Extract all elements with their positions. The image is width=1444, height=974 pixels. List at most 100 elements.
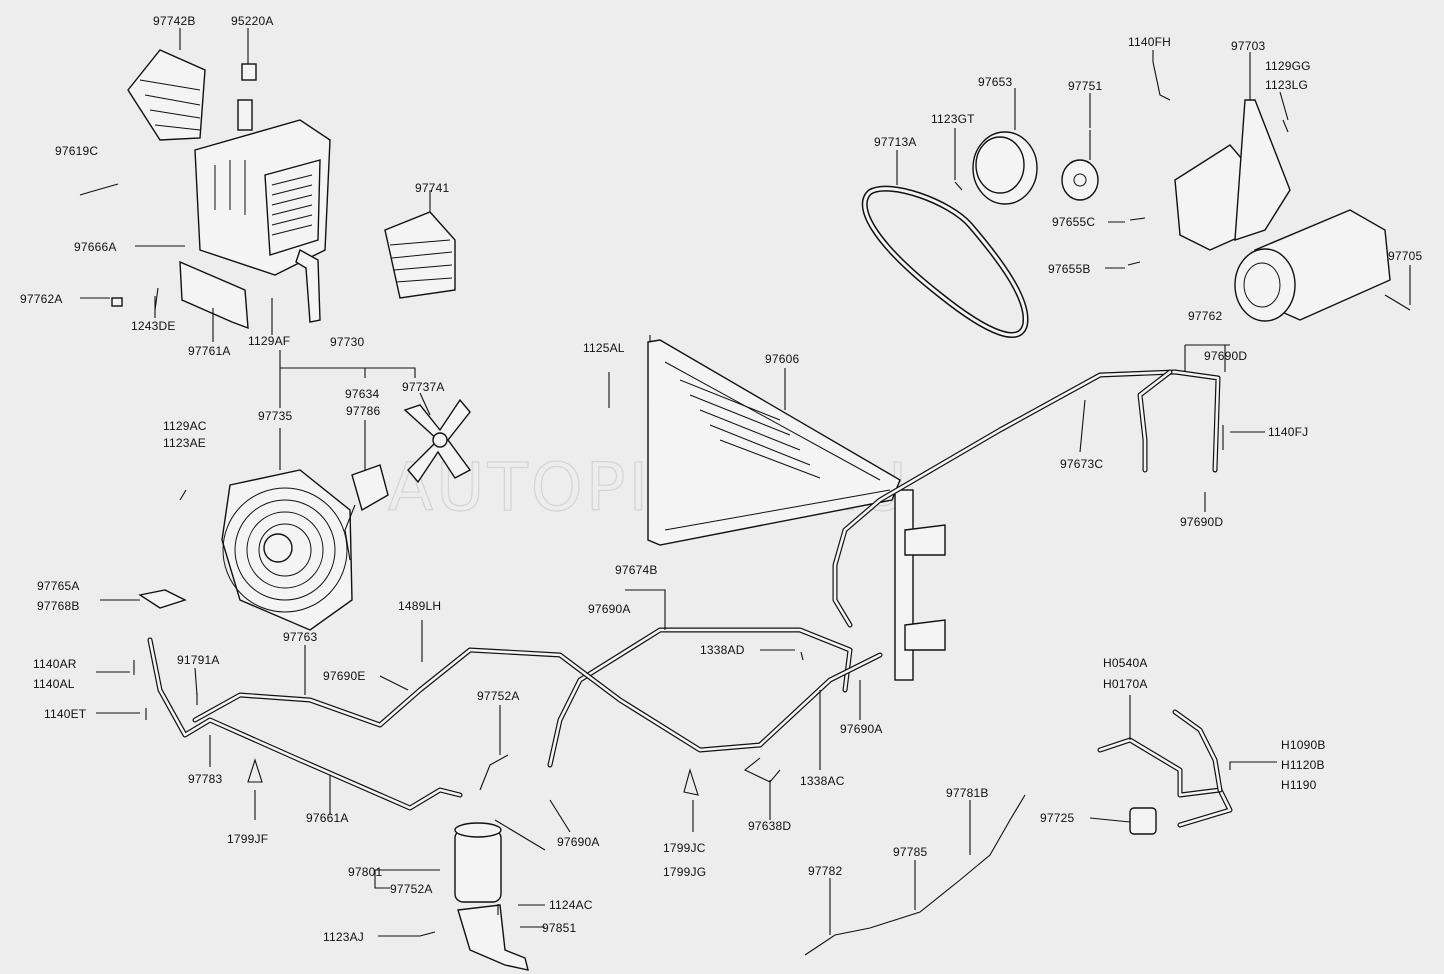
hoses-H0540A: [1097, 709, 1233, 828]
label-1799JF: 1799JF: [227, 832, 268, 846]
fan-blade: [403, 398, 472, 484]
boot-97742B: [127, 49, 206, 141]
label-97786: 97786: [346, 404, 380, 418]
label-97751: 97751: [1068, 79, 1102, 93]
label-H0170A: H0170A: [1103, 677, 1148, 691]
label-1125AL: 1125AL: [583, 341, 625, 355]
label-97725: 97725: [1040, 811, 1074, 825]
label-97762: 97762: [1188, 309, 1222, 323]
label-97763: 97763: [283, 630, 317, 644]
clip-1799JC: [683, 768, 699, 796]
clip-97762A: [111, 297, 123, 307]
bolts: [133, 61, 1289, 937]
compressor-bracket-97703: [1174, 99, 1291, 251]
label-H1090B: H1090B: [1281, 738, 1326, 752]
label-1243DE: 1243DE: [131, 319, 176, 333]
pipe-97763: [192, 647, 883, 753]
label-1338AC: 1338AC: [800, 774, 845, 788]
label-95220A: 95220A: [231, 14, 274, 28]
wire-97619C: [79, 183, 119, 196]
cable-97782: [804, 794, 1026, 956]
label-1129AF: 1129AF: [248, 334, 290, 348]
label-97752A-bottom: 97752A: [390, 882, 433, 896]
pipe-97661A: [147, 637, 463, 811]
label-97655B: 97655B: [1048, 262, 1091, 276]
label-H1190: H1190: [1281, 778, 1317, 792]
label-1799JC: 1799JC: [663, 841, 706, 855]
label-97705: 97705: [1388, 249, 1422, 263]
label-97781B: 97781B: [946, 786, 989, 800]
receiver-dryer-97801: [454, 754, 509, 903]
label-1338AD: 1338AD: [700, 643, 745, 657]
label-97674B: 97674B: [615, 563, 658, 577]
label-97690D-bottom: 97690D: [1180, 515, 1223, 529]
label-97730: 97730: [330, 335, 364, 349]
label-97619C: 97619C: [55, 144, 98, 158]
condenser-fan-shroud: [221, 469, 353, 631]
drive-belt-97713A: [861, 185, 1029, 338]
label-97713A: 97713A: [874, 135, 917, 149]
label-97765A: 97765A: [37, 579, 80, 593]
pulley-97653: [972, 131, 1038, 205]
label-91791A: 91791A: [177, 653, 220, 667]
switch-95220A: [241, 63, 257, 81]
part-labels: 97742B 95220A 97619C 97666A 97762A 1243D…: [20, 14, 1422, 944]
label-97735: 97735: [258, 409, 292, 423]
switch-97725: [1129, 807, 1157, 835]
condenser-97606: [647, 339, 946, 681]
evaporator-housing: [194, 99, 331, 323]
label-1129AC: 1129AC: [163, 419, 207, 433]
label-97785: 97785: [893, 845, 927, 859]
clamp-97638D: [743, 757, 781, 783]
label-1140FH: 1140FH: [1128, 35, 1171, 49]
label-1129GG: 1129GG: [1265, 59, 1311, 73]
label-1123GT: 1123GT: [931, 112, 975, 126]
leader-lines: [80, 28, 1411, 937]
idler-97751: [1061, 130, 1099, 201]
label-97653: 97653: [978, 75, 1012, 89]
dryer-bracket-97851: [457, 904, 529, 971]
pipe-97674B: [547, 627, 853, 768]
label-97782: 97782: [808, 864, 842, 878]
label-1140ET: 1140ET: [44, 707, 87, 721]
label-97783: 97783: [188, 772, 222, 786]
label-1489LH: 1489LH: [398, 599, 441, 613]
label-97690A-top: 97690A: [588, 602, 631, 616]
label-97638D: 97638D: [748, 819, 791, 833]
label-H0540A: H0540A: [1103, 656, 1148, 670]
label-H1120B: H1120B: [1281, 758, 1325, 772]
label-97742B: 97742B: [153, 14, 196, 28]
label-97737A: 97737A: [402, 380, 445, 394]
label-97762A: 97762A: [20, 292, 63, 306]
label-97690A-bottom: 97690A: [557, 835, 600, 849]
compressor-97705: [1234, 209, 1411, 322]
label-97690A-mid: 97690A: [840, 722, 883, 736]
pipe-97673C: [832, 369, 1221, 628]
label-1123AJ: 1123AJ: [323, 930, 364, 944]
label-97761A: 97761A: [188, 344, 231, 358]
label-97801: 97801: [348, 865, 382, 879]
label-1140FJ: 1140FJ: [1268, 425, 1308, 439]
label-1140AL: 1140AL: [33, 677, 75, 691]
label-97634: 97634: [345, 387, 379, 401]
label-97741: 97741: [415, 181, 449, 195]
label-1140AR: 1140AR: [33, 657, 77, 671]
label-97690D-top: 97690D: [1204, 349, 1247, 363]
label-97655C: 97655C: [1052, 215, 1095, 229]
insulator-97765A: [138, 589, 187, 609]
clip-1799JF: [247, 758, 263, 783]
label-97690E: 97690E: [323, 669, 366, 683]
label-1124AC: 1124AC: [549, 898, 593, 912]
boot-97741: [384, 211, 456, 299]
label-97752A-top: 97752A: [477, 689, 520, 703]
label-97703: 97703: [1231, 39, 1265, 53]
bracket-97761A: [179, 260, 249, 330]
label-1799JG: 1799JG: [663, 865, 706, 879]
label-97666A: 97666A: [74, 240, 117, 254]
label-1123LG: 1123LG: [1265, 78, 1308, 92]
label-97606: 97606: [765, 352, 799, 366]
fan-motor: [344, 464, 389, 561]
label-97768B: 97768B: [37, 599, 80, 613]
